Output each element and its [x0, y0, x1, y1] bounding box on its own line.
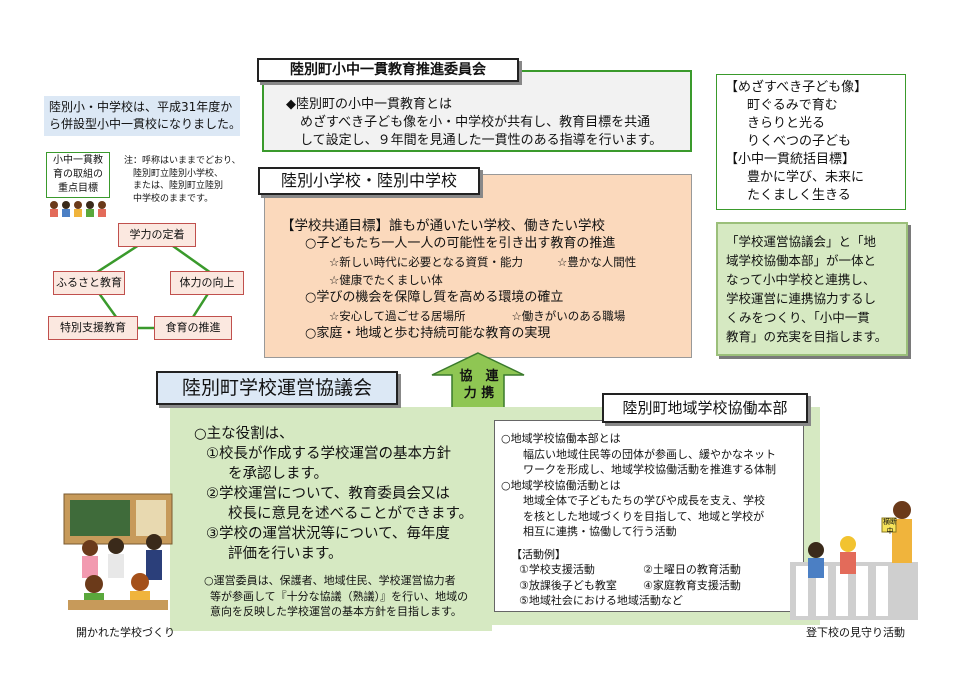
children-illustration	[48, 200, 110, 218]
management-title: 陸別町学校運営協議会	[156, 371, 398, 405]
schools-common-goal: 【学校共通目標】誰もが通いたい学校、働きたい学校	[281, 218, 605, 234]
goal-heading: 【小中一貫統括目標】	[725, 152, 856, 167]
vision-box: 【めざすべき子ども像】 町ぐるみで育む きらりと光る りくべつの子ども 【小中一…	[716, 74, 906, 210]
committee-panel: ◆陸別町の小中一貫教育とは めざすべき子ども像を小・中学校が共有し、教育目標を共…	[262, 70, 692, 152]
goal-physical: 体力の向上	[170, 271, 244, 295]
crosswalk-caption: 登下校の見守り活動	[806, 626, 905, 639]
crosswalk-illustration	[790, 492, 918, 620]
left-note: 陸別小・中学校は、平成31年度か ら併設型小中一貫校になりました。	[44, 96, 241, 136]
cooperation-arrow-label: 協 連 力 携	[459, 369, 499, 401]
crosswalk-sign: 横断中	[883, 518, 897, 535]
council-description: 「学校運営協議会」と「地 域学校協働本部」が一体と なって小中学校と連携し、 学…	[716, 222, 908, 356]
goal-hometown: ふるさと教育	[53, 271, 125, 295]
management-panel	[170, 407, 492, 631]
committee-line-1: ◆陸別町の小中一貫教育とは	[286, 97, 452, 112]
schools-panel: 【学校共通目標】誰もが通いたい学校、働きたい学校 ○子どもたち一人一人の可能性を…	[264, 174, 692, 358]
classroom-caption: 開かれた学校づくり	[76, 626, 175, 639]
management-roles: ○主な役割は、 ①校長が作成する学校運営の基本方針 を承認します。 ②学校運営に…	[194, 426, 474, 562]
name-note: 注：呼称はいままでどおり、 陸別町立陸別小学校、 または、陸別町立陸別 中学校の…	[124, 156, 241, 204]
goal-special-support: 特別支援教育	[48, 316, 138, 340]
goal-food-education: 食育の推進	[154, 316, 232, 340]
goal-academic: 学力の定着	[118, 223, 196, 247]
focus-label: 小中一貫教 育の取組の 重点目標	[46, 152, 110, 198]
committee-line-3: して設定し、９年間を見通した一貫性のある指導を行います。	[300, 133, 663, 148]
management-members-note: ○運営委員は、保護者、地域住民、学校運営協力者 等が参画して『十分な協議（熟議）…	[204, 574, 469, 618]
cooperation-panel: ○地域学校協働本部とは 幅広い地域住民等の団体が参画し、緩やかなネット ワークを…	[494, 420, 804, 612]
committee-title: 陸別町小中一貫教育推進委員会	[257, 58, 519, 82]
classroom-illustration	[60, 490, 175, 618]
schools-title: 陸別小学校・陸別中学校	[258, 167, 480, 195]
vision-heading: 【めざすべき子ども像】	[725, 80, 868, 95]
cooperation-title: 陸別町地域学校協働本部	[602, 393, 808, 423]
committee-line-2: めざすべき子ども像を小・中学校が共有し、教育目標を共通	[300, 115, 651, 130]
